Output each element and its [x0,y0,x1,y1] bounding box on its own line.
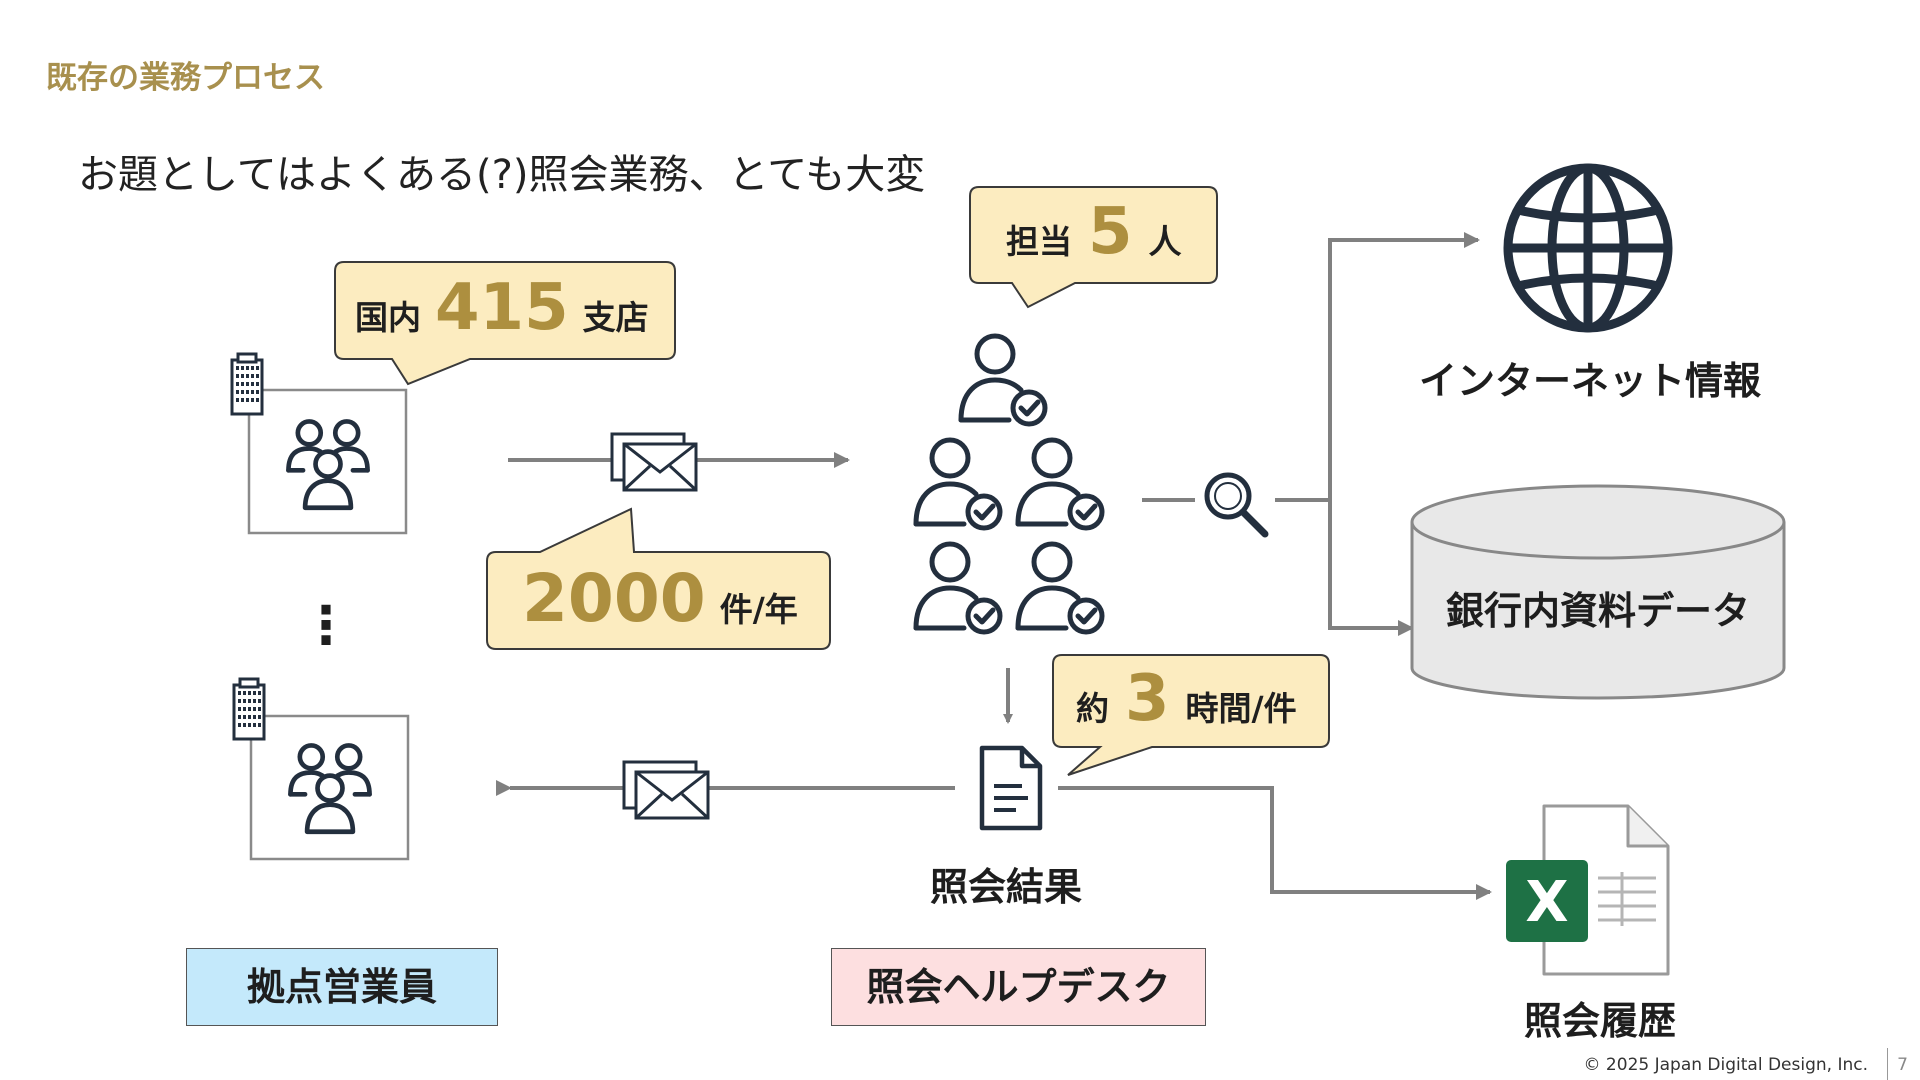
staff-count-number: 5 [1088,195,1133,269]
volume-number: 2000 [522,560,706,637]
bank-data-label: 銀行内資料データ [1445,589,1750,633]
role-sales-staff: 拠点営業員 [186,948,498,1026]
bubble-branches [334,261,676,386]
mail-icon-reply [622,760,710,820]
footer-separator [1887,1048,1888,1080]
slide-subtitle: お題としてはよくある(?)照会業務、とても大変 [78,152,926,198]
page-number: 7 [1897,1055,1908,1075]
arrow-to-internet [1328,232,1480,500]
document-icon [979,745,1043,831]
branch-office-top [230,352,408,535]
section-title: 既存の業務プロセス [46,60,325,96]
ellipsis-more-branches: ⋮ [300,596,352,656]
branches-count-number: 415 [435,271,569,345]
bubble-volume [486,507,831,650]
excel-file-icon [1506,804,1670,976]
database-icon [1410,484,1786,700]
time-per-case-number: 3 [1125,662,1170,736]
bubble-time [1052,654,1330,776]
result-label: 照会結果 [929,865,1082,909]
internet-info-label: インターネット情報 [1418,359,1761,403]
arrow-to-bank-data [1328,500,1414,636]
branch-office-bottom [232,677,410,861]
helpdesk-staff [916,336,1102,632]
search-icon [1204,472,1269,538]
role-helpdesk: 照会ヘルプデスク [831,948,1206,1026]
excel-letter: X [1525,870,1569,935]
mail-icon-request [610,432,698,492]
footer-copyright: © 2025 Japan Digital Design, Inc. [1583,1055,1868,1075]
arrow-result-to-history [1058,786,1492,900]
bubble-staff [969,186,1218,309]
history-label: 照会履歴 [1523,999,1676,1043]
globe-icon [1503,163,1673,333]
